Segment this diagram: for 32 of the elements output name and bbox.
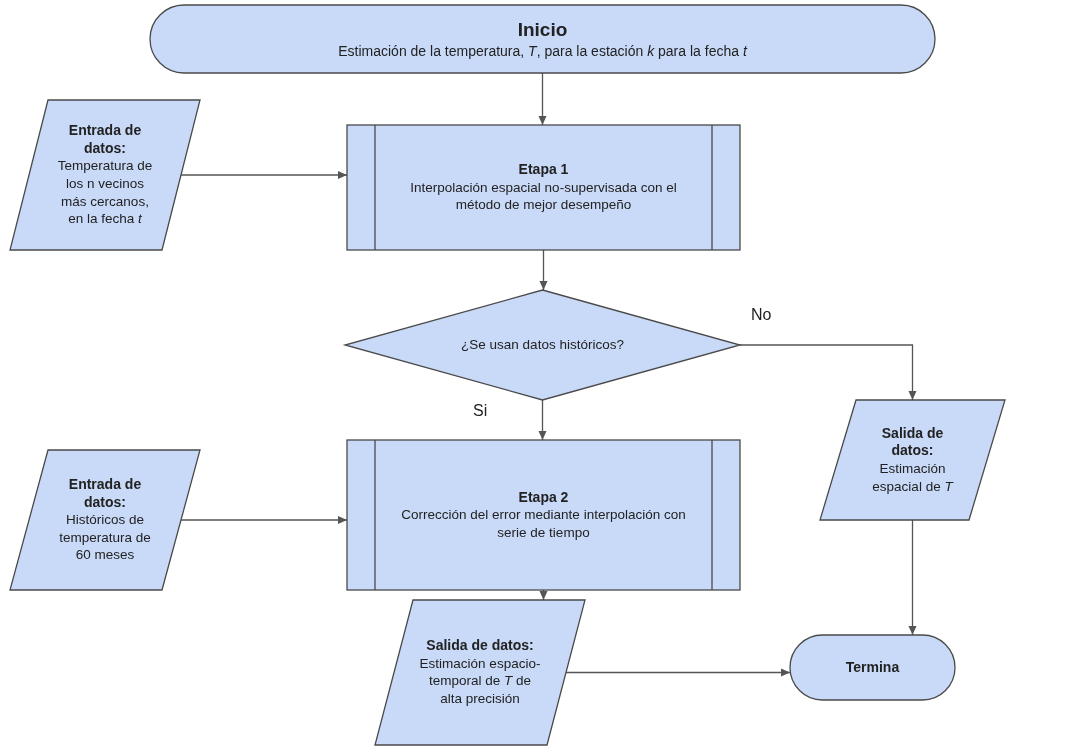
node-heading: Entrada de datos:: [67, 122, 143, 158]
data-parallelogram: [820, 400, 1005, 520]
node-heading: Etapa 2: [518, 488, 569, 507]
arrow: [538, 399, 547, 441]
arrow: [565, 668, 791, 677]
arrow: [180, 171, 348, 179]
node-text: ¿Se usan datos históricos?: [461, 336, 624, 354]
arrow: [538, 72, 547, 126]
decision-diamond: [345, 290, 740, 400]
node-heading: Entrada de datos:: [67, 476, 143, 512]
node-text: Corrección del error mediante interpolación con serie de tiempo: [400, 506, 687, 542]
node-heading: Salida de datos:: [880, 424, 945, 460]
arrow: [539, 249, 548, 291]
node-heading: Termina: [845, 658, 900, 677]
arrow: [739, 344, 917, 401]
process-box: [347, 125, 740, 250]
node-text: Estimación de la temperatura, T, para la estación k para la fecha t: [338, 41, 747, 60]
data-parallelogram: [375, 600, 585, 745]
node-heading: Inicio: [517, 18, 568, 42]
process-box: [347, 440, 740, 590]
node-text: Interpolación espacial no-supervisada con el método de mejor desempeño: [409, 178, 678, 214]
arrow: [539, 589, 548, 601]
node-heading: Salida de datos:: [426, 637, 534, 655]
node-text: Temperatura de los n vecinos más cercanos, en la fecha t: [56, 157, 154, 228]
data-parallelogram: [10, 100, 200, 250]
data-parallelogram: [10, 450, 200, 590]
arrow: [180, 516, 348, 524]
node-text: Históricos de temperatura de 60 meses: [58, 511, 152, 564]
arrow: [908, 519, 917, 636]
node-text: Estimación espacial de T: [871, 459, 955, 496]
node-text: Estimación espacio-temporal de T de alta precisión: [419, 654, 541, 708]
node-heading: Etapa 1: [518, 161, 569, 179]
